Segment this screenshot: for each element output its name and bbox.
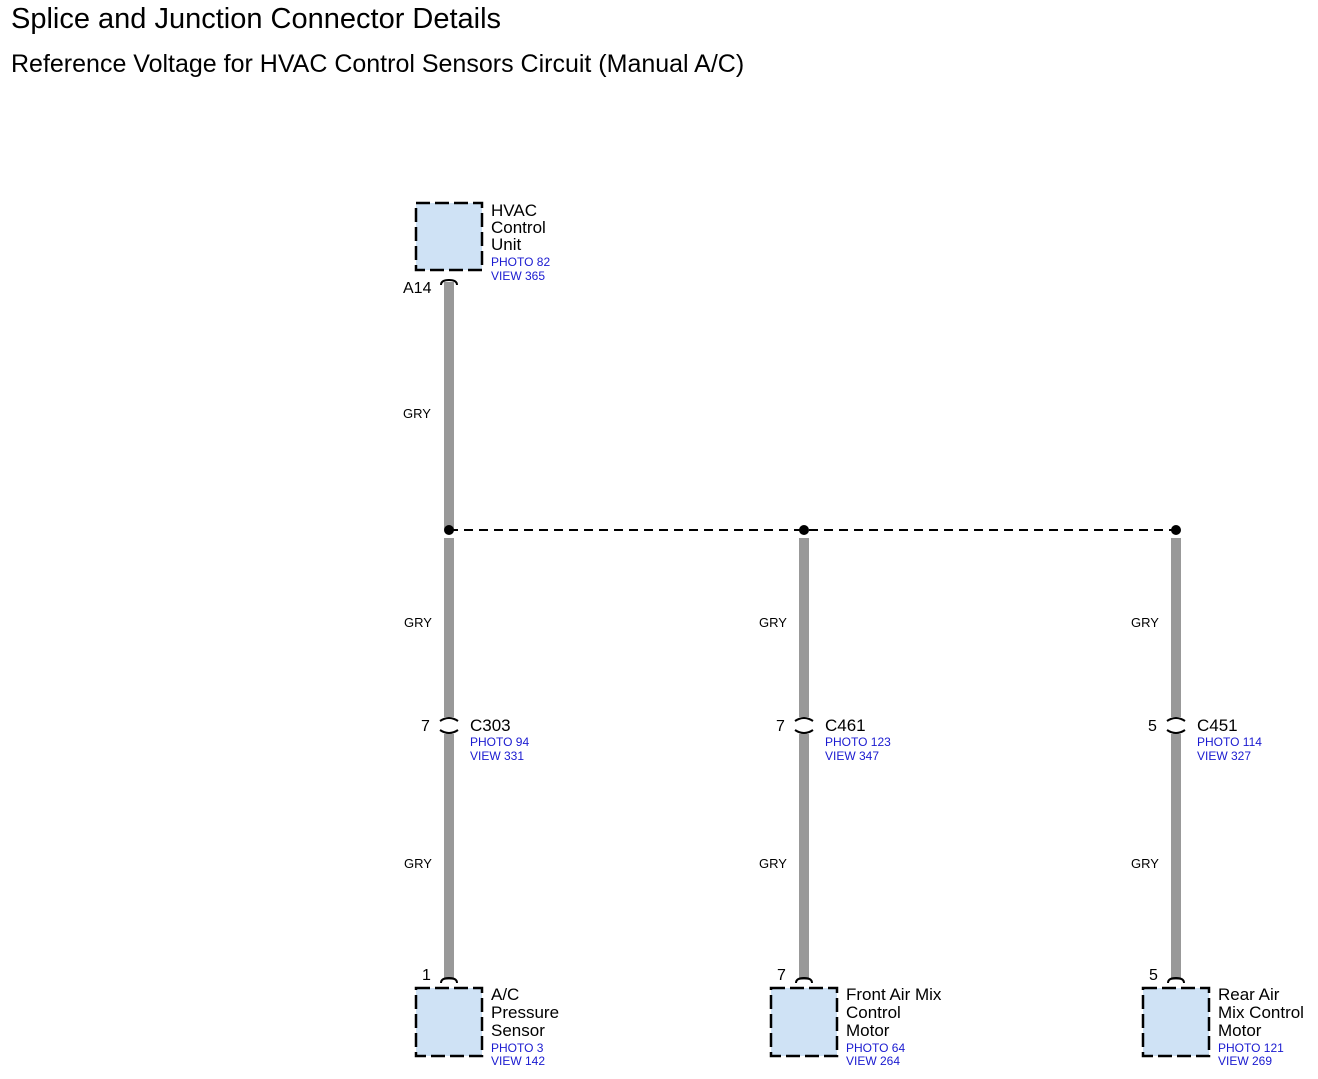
branch-2-lower-wire-color: GRY — [759, 856, 787, 871]
ac-pressure-sensor-box — [414, 986, 484, 1058]
branch-2-upper-wire-color: GRY — [759, 615, 787, 630]
front-air-mix-motor-photo-link[interactable]: PHOTO 64 — [846, 1041, 905, 1055]
ac-pressure-sensor-pin: 1 — [422, 967, 431, 984]
connector-c451-name: C451 — [1197, 716, 1238, 735]
connector-c461-symbol — [794, 717, 814, 734]
connector-c303-view-link[interactable]: VIEW 331 — [470, 749, 524, 763]
ac-pressure-sensor-name: A/C Pressure Sensor — [491, 985, 564, 1040]
connector-c461-pin: 7 — [776, 718, 785, 735]
rear-air-mix-motor-pin: 5 — [1149, 967, 1158, 984]
hvac-control-unit-photo-link[interactable]: PHOTO 82 — [491, 255, 550, 269]
connector-c451-photo-link[interactable]: PHOTO 114 — [1197, 735, 1262, 749]
page-title: Splice and Junction Connector Details — [11, 3, 502, 35]
branch-1-lower-wire-color: GRY — [404, 856, 432, 871]
rear-air-mix-motor-view-link[interactable]: VIEW 269 — [1218, 1054, 1272, 1068]
connector-c451-pin: 5 — [1148, 718, 1157, 735]
connector-c303-pin: 7 — [421, 718, 430, 735]
rear-air-mix-motor-photo-link[interactable]: PHOTO 121 — [1218, 1041, 1284, 1055]
connector-c303-photo-link[interactable]: PHOTO 94 — [470, 735, 529, 749]
ac-pressure-sensor-view-link[interactable]: VIEW 142 — [491, 1054, 545, 1068]
hvac-control-unit-box — [414, 201, 484, 272]
connector-c303-name: C303 — [470, 716, 511, 735]
rear-air-mix-motor-name: Rear Air Mix Control Motor — [1218, 985, 1309, 1040]
hvac-control-unit-name: HVAC Control Unit — [491, 201, 551, 254]
splice-point — [1171, 525, 1181, 535]
rear-air-mix-motor-terminal — [1167, 976, 1185, 984]
connector-c451-symbol — [1166, 717, 1186, 734]
splice-point — [799, 525, 809, 535]
front-air-mix-motor-name: Front Air Mix Control Motor — [846, 985, 946, 1040]
front-air-mix-motor-terminal — [795, 976, 813, 984]
branch-3-lower-wire-color: GRY — [1131, 856, 1159, 871]
ac-pressure-sensor-photo-link[interactable]: PHOTO 3 — [491, 1041, 544, 1055]
connector-c451-view-link[interactable]: VIEW 327 — [1197, 749, 1251, 763]
ac-pressure-sensor-terminal — [440, 976, 458, 984]
front-air-mix-motor-pin: 7 — [777, 967, 786, 984]
connector-c461-name: C461 — [825, 716, 866, 735]
front-air-mix-motor-view-link[interactable]: VIEW 264 — [846, 1054, 900, 1068]
source-wire-color: GRY — [403, 406, 431, 421]
splice-point — [444, 525, 454, 535]
connector-c303-symbol — [439, 717, 459, 734]
rear-air-mix-motor-box — [1141, 986, 1211, 1058]
connector-c461-photo-link[interactable]: PHOTO 123 — [825, 735, 891, 749]
branch-3-upper-wire-color: GRY — [1131, 615, 1159, 630]
hvac-control-unit-view-link[interactable]: VIEW 365 — [491, 269, 545, 283]
front-air-mix-motor-box — [769, 986, 839, 1058]
connector-c461-view-link[interactable]: VIEW 347 — [825, 749, 879, 763]
page-subtitle: Reference Voltage for HVAC Control Senso… — [11, 50, 745, 78]
branch-1-upper-wire-color: GRY — [404, 615, 432, 630]
hvac-control-unit-pin: A14 — [403, 280, 432, 297]
hvac-control-unit-terminal — [440, 278, 458, 286]
